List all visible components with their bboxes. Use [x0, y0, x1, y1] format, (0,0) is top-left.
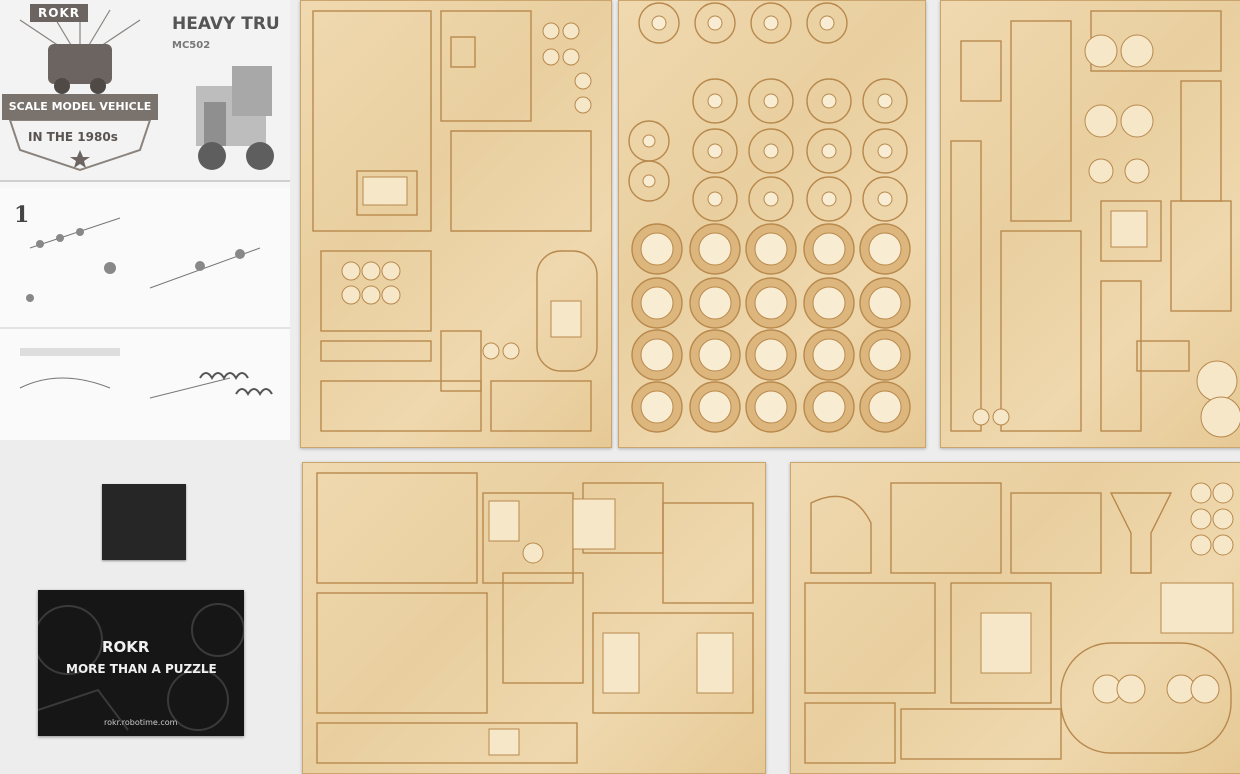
booklet-cover: ROKR SCALE MODEL VEHICLE IN THE 1980s HE… — [0, 0, 290, 182]
booklet-model: MC502 — [172, 40, 211, 51]
wheel-piece — [638, 2, 680, 44]
wheel-piece — [806, 2, 848, 44]
wheel-piece — [631, 381, 683, 433]
wheel-piece — [631, 277, 683, 329]
wood-sheet-cab — [302, 462, 766, 774]
wheel-piece — [689, 381, 741, 433]
card-url: rokr.robotime.com — [104, 718, 178, 727]
card-pattern — [38, 603, 244, 731]
wheel-piece — [803, 277, 855, 329]
wood-sheet-grille — [790, 462, 1240, 774]
card-brand: ROKR — [102, 638, 150, 656]
wheel-piece — [692, 128, 738, 174]
wheel-piece — [628, 120, 670, 162]
brand-card: ROKR MORE THAN A PUZZLE rokr.robotime.co… — [38, 590, 244, 736]
wheel-piece — [745, 381, 797, 433]
wheel-piece — [859, 381, 911, 433]
cut-pattern-cab — [316, 472, 754, 764]
wheel-piece — [862, 78, 908, 124]
truck-illustration — [196, 66, 274, 170]
assembly-diagram — [0, 217, 290, 399]
wheel-piece — [748, 176, 794, 222]
wheel-piece — [748, 78, 794, 124]
wheel-piece — [862, 128, 908, 174]
cut-pattern-body — [312, 10, 598, 432]
cut-pattern-grille — [804, 482, 1234, 764]
wheel-piece — [859, 223, 911, 275]
decade-label: IN THE 1980s — [28, 130, 118, 144]
wheel-piece — [803, 329, 855, 381]
wheel-piece — [689, 277, 741, 329]
wheel-piece — [745, 277, 797, 329]
wheel-piece — [631, 329, 683, 381]
wheel-piece — [628, 160, 670, 202]
wheel-piece — [745, 329, 797, 381]
cut-pattern-wheels — [628, 2, 911, 433]
locomotive-emblem-icon — [8, 8, 152, 172]
wheel-piece — [694, 2, 736, 44]
sanding-sponge — [102, 484, 186, 560]
wheel-piece — [689, 329, 741, 381]
booklet-steps-page: 1 — [0, 188, 290, 440]
scale-model-banner: SCALE MODEL VEHICLE — [2, 94, 158, 120]
wheel-piece — [745, 223, 797, 275]
wheel-piece — [750, 2, 792, 44]
wood-sheet-body — [300, 0, 612, 448]
wheel-piece — [803, 223, 855, 275]
wheel-piece — [862, 176, 908, 222]
wheel-piece — [803, 381, 855, 433]
wheel-piece — [692, 78, 738, 124]
wheel-piece — [689, 223, 741, 275]
step-number: 1 — [14, 202, 30, 228]
booklet-brand: ROKR — [30, 4, 88, 22]
wheel-piece — [806, 128, 852, 174]
wheel-piece — [631, 223, 683, 275]
card-slogan: MORE THAN A PUZZLE — [66, 662, 217, 676]
wood-sheet-wheels — [618, 0, 926, 448]
wheel-piece — [859, 329, 911, 381]
wheel-piece — [859, 277, 911, 329]
booklet-title: HEAVY TRU — [172, 14, 280, 34]
instruction-booklet: ROKR SCALE MODEL VEHICLE IN THE 1980s HE… — [0, 0, 290, 440]
wheel-piece — [806, 78, 852, 124]
wheel-piece — [692, 176, 738, 222]
wheel-piece — [806, 176, 852, 222]
cut-pattern-chassis — [950, 10, 1240, 438]
wheel-piece — [748, 128, 794, 174]
wood-sheet-chassis — [940, 0, 1240, 448]
